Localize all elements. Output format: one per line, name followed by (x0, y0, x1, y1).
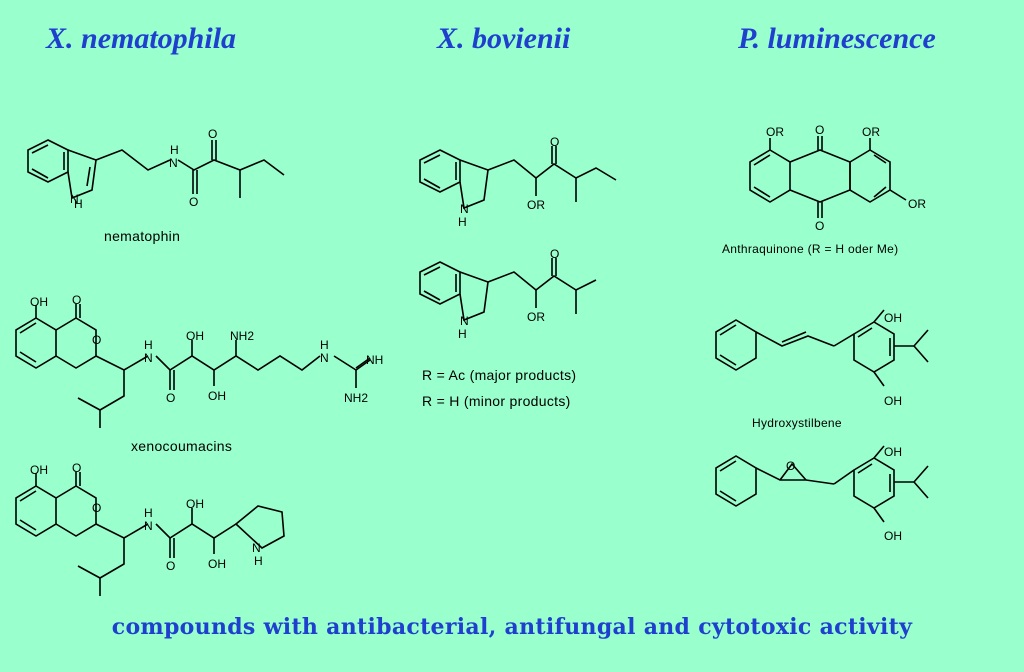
atom-oh: OH (208, 557, 226, 571)
header-x-bovienii: X. bovienii (437, 22, 571, 55)
label-xenocoumacins: xenocoumacins (131, 438, 233, 454)
label-r-h: R = H (minor products) (422, 393, 571, 409)
atom-o: O (72, 293, 81, 307)
atom-o: O (166, 559, 175, 573)
atom-o: O (786, 459, 795, 473)
label-nematophin: nematophin (104, 228, 181, 244)
atom-o: O (166, 391, 175, 405)
atom-o: O (550, 247, 559, 261)
label-anthraquinone: Anthraquinone (R = H oder Me) (722, 242, 899, 256)
atom-o: O (189, 195, 198, 209)
atom-oh: OH (884, 445, 902, 459)
atom-o: O (92, 501, 101, 515)
label-r-ac: R = Ac (major products) (422, 367, 577, 383)
atom-o: O (208, 127, 217, 141)
atom-o: O (815, 123, 824, 137)
atom-n: N (144, 519, 153, 533)
atom-or: OR (527, 310, 545, 324)
atom-nh2: NH2 (344, 391, 368, 405)
atom-n: N (460, 202, 469, 216)
atom-oh: OH (884, 394, 902, 408)
atom-oh: OH (30, 295, 48, 309)
atom-oh: OH (186, 329, 204, 343)
footer-caption: compounds with antibacterial, antifungal… (111, 614, 913, 640)
atom-n: N (320, 351, 329, 365)
atom-o: O (72, 461, 81, 475)
header-p-luminescence: P. luminescence (738, 22, 936, 55)
atom-nh: NH (366, 353, 383, 367)
atom-oh: OH (186, 497, 204, 511)
atom-n: N (144, 351, 153, 365)
atom-oh: OH (884, 311, 902, 325)
atom-h: H (74, 197, 83, 211)
atom-n: N (70, 192, 79, 206)
atom-o: O (550, 135, 559, 149)
atom-or: OR (527, 198, 545, 212)
label-hydroxystilbene: Hydroxystilbene (752, 416, 842, 430)
atom-nh2: NH2 (230, 329, 254, 343)
atom-h: H (144, 338, 153, 352)
atom-n: N (252, 541, 261, 555)
header-x-nematophila: X. nematophila (46, 22, 237, 55)
atom-oh: OH (30, 463, 48, 477)
atom-n: N (169, 156, 178, 170)
atom-h: H (458, 215, 467, 229)
atom-h: H (320, 338, 329, 352)
atom-n: N (460, 314, 469, 328)
atom-oh: OH (884, 529, 902, 543)
atom-o: O (92, 333, 101, 347)
atom-h: H (170, 143, 179, 157)
atom-h: H (144, 506, 153, 520)
atom-h: H (458, 327, 467, 341)
atom-or: OR (908, 197, 926, 211)
atom-or: OR (766, 125, 784, 139)
atom-o: O (815, 219, 824, 233)
atom-oh: OH (208, 389, 226, 403)
atom-or: OR (862, 125, 880, 139)
atom-h: H (254, 554, 263, 568)
